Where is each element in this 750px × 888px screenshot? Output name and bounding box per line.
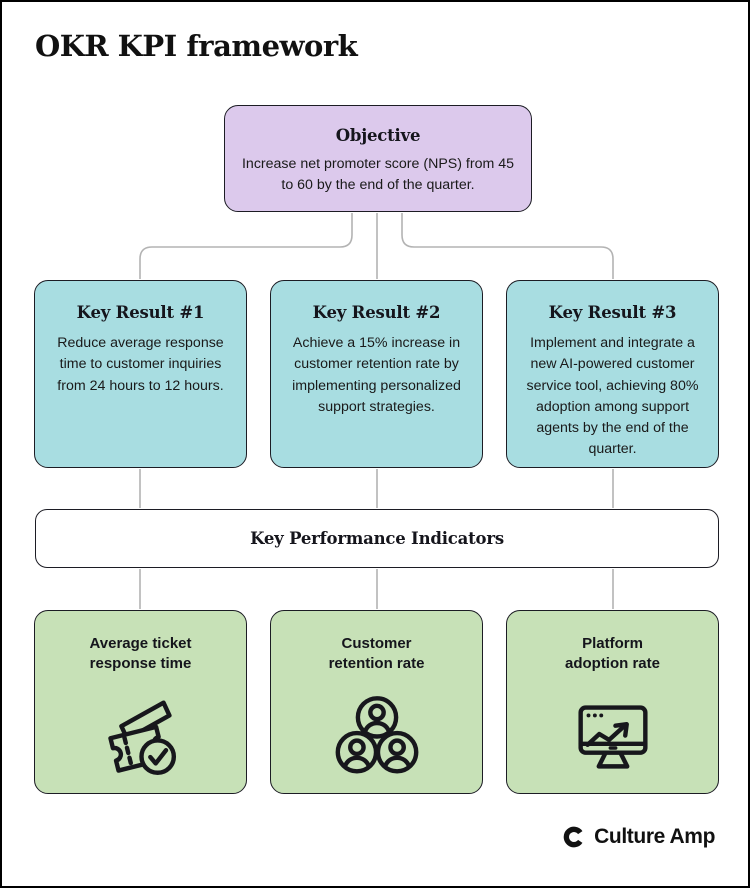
ticket-check-icon	[92, 687, 190, 790]
key-result-3-heading: Key Result #3	[548, 303, 677, 322]
key-result-1-box: Key Result #1 Reduce average response ti…	[34, 280, 247, 468]
key-result-2-body: Achieve a 15% increase in customer reten…	[292, 335, 461, 415]
culture-amp-logomark-icon	[563, 826, 583, 848]
objective-heading: Objective	[335, 126, 421, 145]
culture-amp-wordmark: Culture Amp	[594, 825, 715, 848]
kpi-3-label-line2: adoption rate	[564, 655, 660, 673]
objective-box: Objective Increase net promoter score (N…	[224, 105, 532, 212]
kpi-box-platform-adoption-rate: Platform adoption rate	[506, 610, 719, 794]
people-group-icon	[328, 687, 426, 790]
key-result-1-body: Reduce average response time to customer…	[57, 335, 224, 394]
kpi-bar: Key Performance Indicators	[35, 509, 719, 568]
kpi-3-label: Platform adoption rate	[519, 634, 706, 675]
kpi-2-label-line2: retention rate	[328, 655, 425, 673]
monitor-growth-chart-icon	[564, 687, 662, 790]
kpi-box-average-ticket-response-time: Average ticket response time	[34, 610, 247, 794]
page-title: OKR KPI framework	[35, 29, 358, 63]
kpi-2-label-line1: Customer	[341, 635, 412, 652]
connector-objective-to-kr1	[139, 213, 353, 279]
connector-objective-to-kr3	[401, 213, 614, 279]
objective-body: Increase net promoter score (NPS) from 4…	[241, 156, 515, 194]
kpi-1-label-line1: Average ticket	[89, 635, 192, 652]
culture-amp-logo: Culture Amp	[561, 824, 715, 850]
key-result-2-heading: Key Result #2	[312, 303, 441, 322]
key-result-1-heading: Key Result #1	[76, 303, 205, 322]
key-result-2-box: Key Result #2 Achieve a 15% increase in …	[270, 280, 483, 468]
key-result-3-body: Implement and integrate a new AI-powered…	[526, 335, 699, 458]
kpi-2-label: Customer retention rate	[283, 634, 470, 675]
kpi-1-label-line2: response time	[89, 655, 192, 673]
kpi-box-customer-retention-rate: Customer retention rate	[270, 610, 483, 794]
kpi-bar-label: Key Performance Indicators	[250, 529, 504, 548]
key-result-3-box: Key Result #3 Implement and integrate a …	[506, 280, 719, 468]
kpi-3-label-line1: Platform	[582, 635, 643, 652]
kpi-1-label: Average ticket response time	[47, 634, 234, 675]
